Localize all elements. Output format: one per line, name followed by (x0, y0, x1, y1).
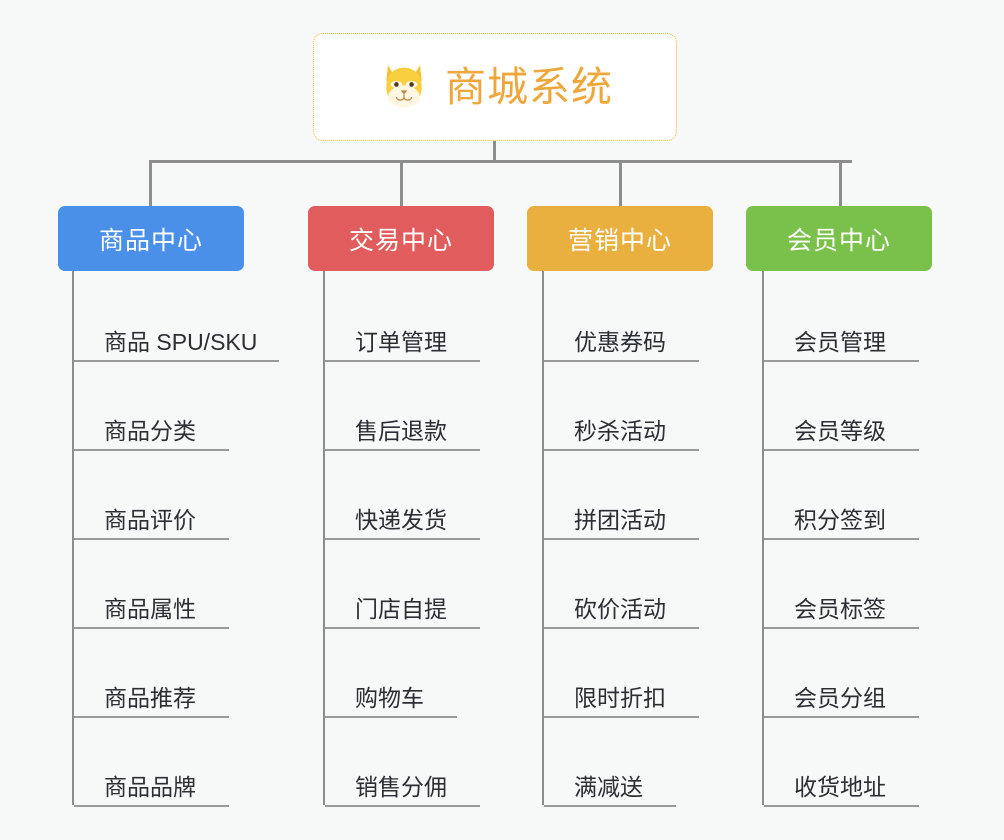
leaf-item-label: 商品品牌 (104, 773, 196, 800)
leaf-item-divider (325, 360, 480, 362)
category-box-4[interactable]: 会员中心 (746, 206, 932, 271)
category-box-3[interactable]: 营销中心 (527, 206, 713, 271)
leaf-item-divider (325, 449, 480, 451)
leaf-item-label: 优惠券码 (574, 328, 666, 355)
category-label: 会员中心 (786, 226, 891, 255)
leaf-item-divider (325, 716, 457, 718)
leaf-item-label: 满减送 (574, 773, 643, 800)
category-box-1[interactable]: 商品中心 (58, 206, 244, 271)
leaf-item-divider (544, 805, 676, 807)
root-title: 商城系统 (445, 63, 613, 110)
leaf-item-divider (544, 538, 699, 540)
dog-face-icon (386, 65, 422, 108)
leaf-item-label: 销售分佣 (355, 773, 447, 800)
leaf-item[interactable]: 购物车 (325, 627, 457, 716)
leaf-item-divider (325, 538, 480, 540)
leaf-item[interactable]: 砍价活动 (544, 538, 699, 627)
leaf-column-1: 商品 SPU/SKU 商品分类商品评价商品属性商品推荐商品品牌 (72, 271, 332, 807)
leaf-spine (542, 271, 544, 805)
leaf-item-label: 收货地址 (794, 773, 886, 800)
connector-horizontal-bus (150, 160, 852, 163)
leaf-item-label: 商品分类 (104, 417, 196, 444)
leaf-item-label: 会员分组 (794, 684, 886, 711)
leaf-item-label: 商品属性 (104, 595, 196, 622)
connector-drop-3 (619, 160, 622, 208)
leaf-item-label: 砍价活动 (574, 595, 666, 622)
category-label: 营销中心 (567, 226, 672, 255)
leaf-column-2: 订单管理售后退款快递发货门店自提购物车销售分佣 (323, 271, 583, 807)
category-label: 交易中心 (348, 226, 453, 255)
leaf-item-label: 会员管理 (794, 328, 886, 355)
leaf-item-divider (74, 449, 229, 451)
root-node[interactable]: 商城系统 (313, 33, 677, 141)
leaf-item[interactable]: 商品推荐 (74, 627, 229, 716)
leaf-item[interactable]: 会员标签 (764, 538, 919, 627)
leaf-item[interactable]: 订单管理 (325, 271, 480, 360)
leaf-item[interactable]: 收货地址 (764, 716, 919, 805)
leaf-item-label: 商品推荐 (104, 684, 196, 711)
leaf-column-3: 优惠券码秒杀活动拼团活动砍价活动限时折扣满减送 (542, 271, 802, 807)
leaf-item[interactable]: 商品属性 (74, 538, 229, 627)
leaf-item-divider (764, 538, 919, 540)
leaf-item-divider (544, 360, 699, 362)
leaf-item[interactable]: 销售分佣 (325, 716, 480, 805)
leaf-item[interactable]: 会员分组 (764, 627, 919, 716)
leaf-item-label: 售后退款 (355, 417, 447, 444)
leaf-item[interactable]: 优惠券码 (544, 271, 699, 360)
leaf-item[interactable]: 会员管理 (764, 271, 919, 360)
connector-drop-2 (400, 160, 403, 208)
leaf-item-divider (764, 805, 919, 807)
leaf-item-divider (325, 805, 480, 807)
leaf-item-divider (764, 716, 919, 718)
leaf-item-divider (544, 627, 699, 629)
leaf-item[interactable]: 秒杀活动 (544, 360, 699, 449)
leaf-item[interactable]: 商品分类 (74, 360, 229, 449)
leaf-item-label: 快递发货 (355, 506, 447, 533)
leaf-item-label: 积分签到 (794, 506, 886, 533)
leaf-column-4: 会员管理会员等级积分签到会员标签会员分组收货地址 (762, 271, 1004, 807)
leaf-item[interactable]: 满减送 (544, 716, 676, 805)
leaf-item-label: 商品 SPU/SKU (104, 328, 258, 355)
leaf-item-divider (74, 538, 229, 540)
leaf-item-label: 秒杀活动 (574, 417, 666, 444)
leaf-item[interactable]: 拼团活动 (544, 449, 699, 538)
connector-drop-4 (839, 160, 842, 208)
leaf-item-divider (764, 449, 919, 451)
leaf-item[interactable]: 商品 SPU/SKU (74, 271, 279, 360)
connector-drop-1 (149, 160, 152, 208)
leaf-item-label: 会员等级 (794, 417, 886, 444)
leaf-item-divider (74, 805, 229, 807)
leaf-item-label: 会员标签 (794, 595, 886, 622)
leaf-item[interactable]: 快递发货 (325, 449, 480, 538)
leaf-spine (762, 271, 764, 805)
leaf-item-label: 限时折扣 (574, 684, 666, 711)
leaf-item-divider (74, 627, 229, 629)
leaf-item-label: 拼团活动 (574, 506, 666, 533)
leaf-item-divider (325, 627, 480, 629)
leaf-item-label: 购物车 (355, 684, 424, 711)
leaf-item-divider (544, 449, 699, 451)
leaf-item[interactable]: 会员等级 (764, 360, 919, 449)
leaf-item-divider (544, 716, 699, 718)
category-label: 商品中心 (98, 226, 203, 255)
leaf-spine (72, 271, 74, 805)
leaf-item-divider (74, 716, 229, 718)
leaf-item-divider (74, 360, 279, 362)
connector-root-stem (493, 141, 496, 163)
leaf-spine (323, 271, 325, 805)
leaf-item-label: 商品评价 (104, 506, 196, 533)
leaf-item[interactable]: 积分签到 (764, 449, 919, 538)
leaf-item[interactable]: 门店自提 (325, 538, 480, 627)
leaf-item[interactable]: 限时折扣 (544, 627, 699, 716)
leaf-item-label: 门店自提 (355, 595, 447, 622)
leaf-item[interactable]: 商品品牌 (74, 716, 229, 805)
leaf-item-divider (764, 627, 919, 629)
leaf-item[interactable]: 商品评价 (74, 449, 229, 538)
leaf-item[interactable]: 售后退款 (325, 360, 480, 449)
leaf-item-label: 订单管理 (355, 328, 447, 355)
category-box-2[interactable]: 交易中心 (308, 206, 494, 271)
leaf-item-divider (764, 360, 919, 362)
